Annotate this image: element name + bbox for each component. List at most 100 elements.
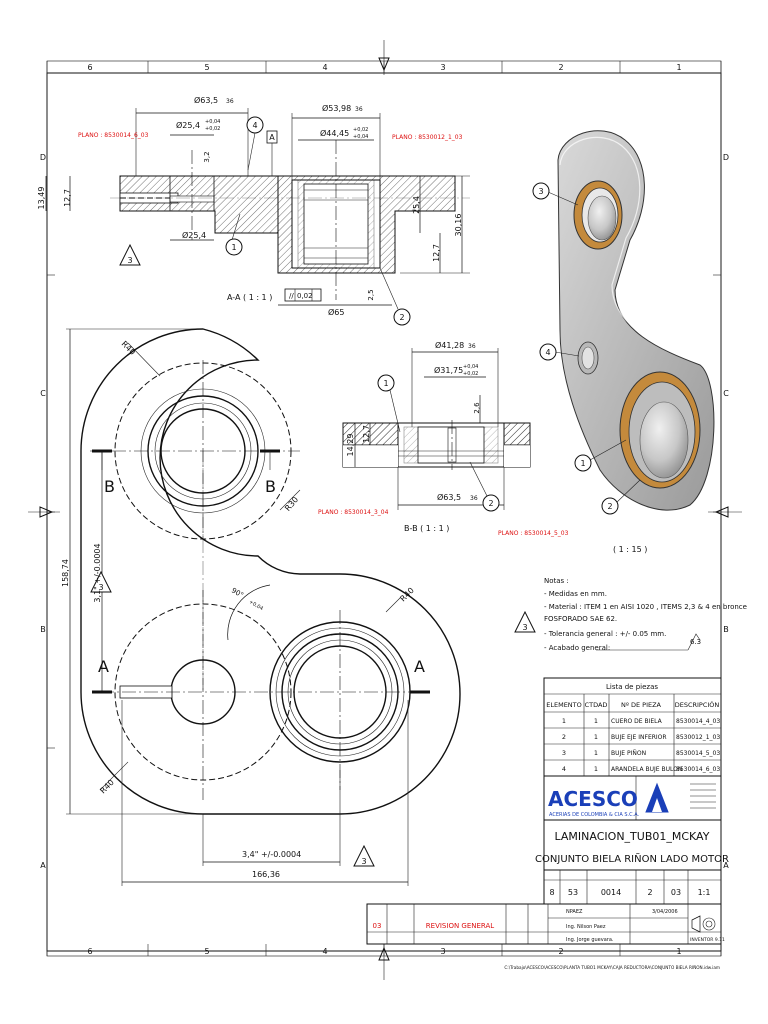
aa-h127b-dim: 12,7 (432, 244, 441, 262)
row-label-right-a: A (723, 861, 729, 870)
aa-d63-tol: 36 (226, 98, 234, 105)
tb-date: 3/04/2006 (652, 909, 678, 915)
parallelism-symbol: // (289, 292, 294, 300)
col-label-top-5: 5 (204, 63, 209, 72)
aa-v25-dim: 2,5 (367, 289, 375, 300)
drawing-title-2: CONJUNTO BIELA RIÑON LADO MOTOR (535, 852, 729, 865)
notes-line-5: - Acabado general: (544, 644, 610, 652)
bom-row-2-ctdad: 1 (594, 733, 598, 741)
tb-cell-plano: 2 (647, 888, 652, 897)
aa-d44-tol-up: +0,02 (353, 127, 368, 133)
section-bb-label: B-B ( 1 : 1 ) (404, 524, 449, 533)
row-label-left-a: A (40, 861, 46, 870)
bb-d31-tol-dn: +0,02 (463, 371, 478, 377)
plan-triangle-a: 3 (98, 583, 103, 592)
bom-row-4-pieza: ARANDELA BUJE BULON (611, 766, 682, 773)
plan-d34: 3,4" +/-0.0004 (242, 850, 301, 859)
notes-title: Notas : (544, 577, 569, 585)
aa-h254-dim: 25,4 (412, 196, 421, 214)
bom-row-4-ctdad: 1 (594, 765, 598, 773)
notes-line-1: - Medidas en mm. (544, 590, 607, 598)
bom-row-1-elemento: 1 (562, 717, 566, 725)
bom-row-4-desc: 8530014_6_03 (676, 766, 720, 773)
bom-row-1-desc: 8530014_4_03 (676, 718, 720, 725)
section-aa-label: A-A ( 1 : 1 ) (227, 293, 272, 302)
cut-b-right: B (265, 477, 276, 496)
company-logo-text: ACESCO (548, 787, 638, 811)
plan-view-plan-label: PLANO : 8530014_3_04 (318, 509, 389, 516)
bb-d41-dim: Ø41,28 (435, 340, 464, 350)
row-label-left-c: C (40, 389, 46, 398)
plan-r30: R30 (283, 495, 300, 513)
notes-triangle: 3 (522, 623, 527, 632)
aa-d44-dim: Ø44,45 (320, 128, 349, 138)
iso-scale: ( 1 : 15 ) (613, 545, 647, 554)
bom-row-3-desc: 8530014_5_03 (676, 750, 720, 757)
aa-h3016-dim: 30,16 (454, 214, 463, 237)
section-bb-view (342, 348, 531, 512)
section-aa-view: A // 0,02 (45, 108, 470, 326)
plan-r40-top: R40 (120, 339, 138, 357)
cut-b-left: B (104, 477, 115, 496)
row-label-left-d: D (40, 153, 46, 162)
aa-triangle-mark: 3 (127, 256, 132, 265)
notes-line-4: - Tolerancia general : +/- 0.05 mm. (544, 630, 666, 638)
bom-row-3-elemento: 3 (562, 749, 566, 757)
tb-nparz: NPAEZ (566, 909, 583, 915)
notes-line-3: FOSFORADO SAE 62. (544, 615, 617, 623)
aa-balloon-4: 4 (252, 121, 257, 130)
col-label-bottom-6: 6 (87, 947, 92, 956)
col-label-top-2: 2 (558, 63, 563, 72)
aa-d65-dim: Ø65 (328, 307, 344, 317)
bb-v26-dim: 2,6 (473, 402, 481, 414)
bb-balloon-2: 2 (488, 499, 493, 508)
col-label-bottom-5: 5 (204, 947, 209, 956)
rev-number: 03 (373, 922, 382, 930)
iso-balloon-2: 2 (607, 502, 612, 511)
finish-value: 6.3 (690, 638, 701, 646)
col-label-top-6: 6 (87, 63, 92, 72)
bom-header-ctdad: CTDAD (585, 701, 608, 709)
bom-header-pieza: Nº DE PIEZA (621, 701, 662, 709)
tb-cell-escala: 1:1 (698, 888, 711, 897)
plan-r40-right: R40 (398, 586, 416, 604)
tb-sheet: INVENTOR 9.11 (690, 937, 725, 943)
aa-d25-dim: Ø25,4 (176, 120, 200, 130)
notes-line-2: - Material : ITEM 1 en AISI 1020 , ITEMS… (544, 603, 747, 611)
plan-triangle-b: 3 (361, 857, 366, 866)
iso-balloon-4: 4 (545, 348, 550, 357)
plan-view (66, 328, 461, 886)
bb-d635-dim: Ø63,5 (437, 492, 461, 502)
plan-h15874: 158,74 (61, 559, 70, 587)
bom-row-3-pieza: BUJE PIÑON (611, 750, 646, 757)
row-label-right-b: B (723, 625, 729, 634)
parts-list-table (543, 677, 722, 777)
tb-cell-consecutivo: 0014 (601, 888, 621, 897)
col-label-bottom-4: 4 (322, 947, 327, 956)
bom-row-2-desc: 8530012_1_03 (676, 734, 720, 741)
aa-h1349-dim: 13,49 (37, 187, 46, 210)
isometric-view (532, 130, 715, 515)
row-label-right-c: C (723, 389, 729, 398)
plan-v31: 3,1" +/-0.0004 (93, 543, 102, 602)
aa-balloon-1: 1 (231, 243, 236, 252)
bb-h127-dim: 12,7 (362, 425, 371, 443)
aa-h127a-dim: 12,7 (63, 189, 72, 207)
flatness-value: 0,02 (297, 292, 313, 300)
col-label-bottom-2: 2 (558, 947, 563, 956)
bom-row-1-pieza: CUERO DE BIELA (611, 718, 663, 725)
company-tagline: ACERIAS DE COLOMBIA & CIA S.C.A. (549, 812, 640, 818)
plan-d16636: 166,36 (252, 870, 280, 879)
datum-label: A (269, 133, 275, 142)
aa-d44-tol-dn: +0,04 (353, 134, 368, 140)
centering-marks (28, 40, 742, 980)
parts-list-title: Lista de piezas (606, 683, 658, 691)
aa-d25-tol-dn: +0,02 (205, 126, 220, 132)
aa-d25-tol-up: +0,04 (205, 119, 220, 125)
aa-d53-tol: 36 (355, 106, 363, 113)
bb-h1429-dim: 14,29 (346, 434, 355, 457)
aa-d53-dim: Ø53,98 (322, 103, 351, 113)
col-label-top-1: 1 (676, 63, 681, 72)
tb-cell-seccion: 53 (568, 888, 578, 897)
